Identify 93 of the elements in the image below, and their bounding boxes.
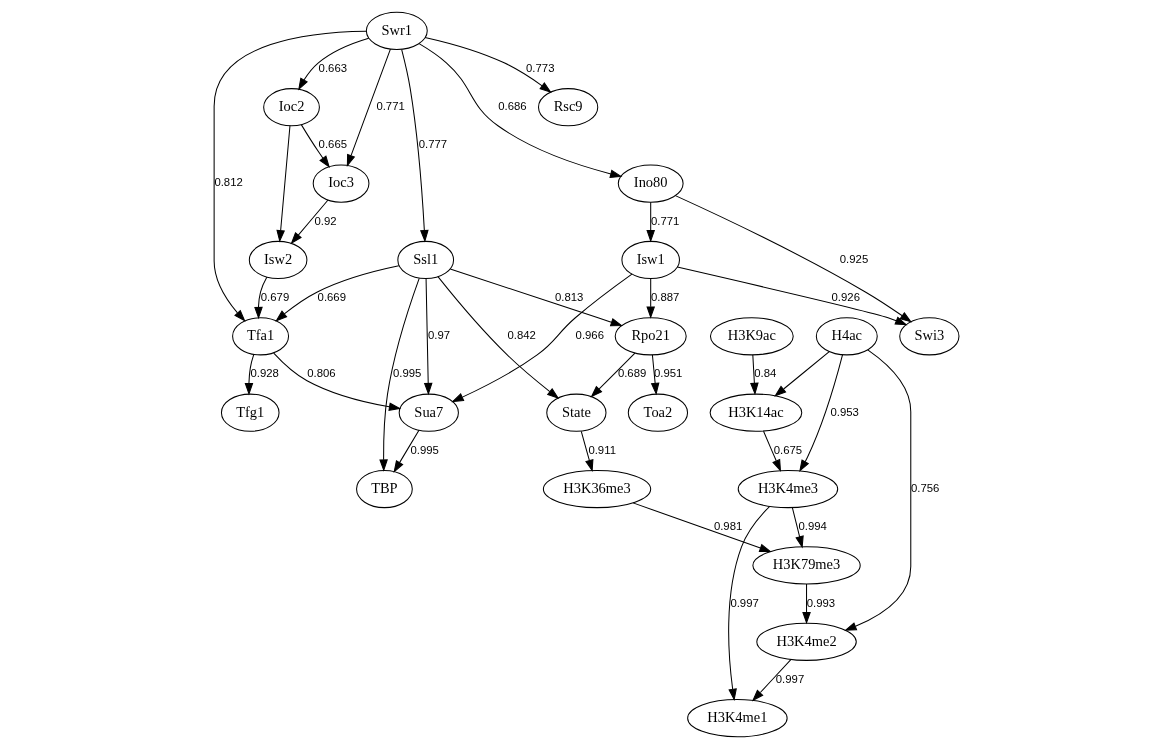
edge-label: 0.842	[507, 329, 536, 342]
edge-label: 0.689	[617, 367, 647, 380]
arrow	[437, 276, 560, 399]
arrow	[213, 30, 367, 322]
arrow	[763, 430, 782, 472]
edge-label: 0.806	[307, 367, 336, 380]
edge-label: 0.97	[428, 329, 451, 342]
arrow	[791, 507, 804, 549]
arrow	[632, 502, 772, 553]
arrow	[751, 659, 792, 702]
arrow	[451, 273, 633, 403]
edge-label: 0.993	[806, 596, 836, 609]
node-ellipse: H3K79me3	[752, 546, 861, 585]
edge-label: 0.951	[654, 367, 683, 380]
node-ellipse: Tfa1	[232, 317, 290, 356]
edge-label: 0.928	[250, 367, 279, 380]
node-ellipse: H3K4me1	[687, 699, 788, 738]
edge-label: 0.675	[773, 443, 803, 456]
edge-label: 0.925	[839, 252, 869, 265]
edge-label: 0.926	[831, 291, 860, 304]
arrow	[750, 354, 759, 396]
node-ellipse: H3K4me3	[737, 469, 839, 509]
edge-label: 0.771	[376, 100, 405, 113]
node-ellipse: Rpo21	[614, 317, 687, 356]
edge-label: 0.679	[260, 291, 290, 304]
arrow	[346, 48, 391, 167]
node-ellipse: Rsc9	[538, 88, 599, 127]
arrow	[276, 125, 291, 243]
node-ellipse: Ssl1	[397, 240, 455, 280]
arrow	[844, 349, 912, 631]
edge-label: 0.669	[317, 291, 346, 304]
edge-label: 0.812	[214, 176, 243, 189]
node-ellipse: Swi3	[899, 317, 960, 356]
edge-label: 0.92	[314, 214, 337, 227]
arrow	[424, 36, 552, 93]
arrow	[418, 43, 623, 178]
arrow	[774, 351, 830, 397]
arrow	[290, 199, 329, 245]
node-ellipse: TBP	[356, 469, 413, 509]
arrow	[244, 353, 255, 396]
node-ellipse: H3K14ac	[709, 393, 803, 432]
edge-label: 0.84	[754, 367, 777, 380]
node-ellipse: H4ac	[815, 317, 878, 356]
node-ellipse: Isw1	[621, 240, 680, 280]
edge-label: 0.995	[392, 367, 422, 380]
edge-label: 0.686	[498, 100, 527, 113]
edge-label: 0.771	[650, 214, 680, 227]
arrow	[728, 506, 770, 702]
edge-label: 0.966	[575, 329, 604, 342]
arrow	[676, 266, 908, 326]
arrow	[449, 268, 623, 327]
node-ellipse: H3K36me3	[542, 469, 652, 509]
arrow	[393, 429, 420, 473]
arrow	[254, 276, 268, 320]
arrow	[799, 354, 844, 473]
node-ellipse: Ioc2	[263, 88, 320, 127]
edge-label: 0.995	[410, 443, 439, 456]
node-ellipse: Ino80	[617, 164, 684, 203]
arrow	[590, 352, 636, 398]
edge-label: 0.773	[526, 61, 555, 74]
node-ellipse: Isw2	[248, 240, 308, 280]
edge-label: 0.953	[830, 405, 859, 418]
node-ellipse: Ioc3	[312, 164, 370, 203]
arrow	[580, 430, 594, 473]
node-ellipse: State	[546, 393, 607, 432]
edge-label: 0.997	[730, 596, 759, 609]
arrow	[401, 49, 429, 243]
edge-label: 0.813	[554, 291, 584, 304]
arrow	[300, 124, 330, 168]
edge-label: 0.663	[318, 61, 348, 74]
edge-label: 0.665	[318, 138, 348, 151]
arrow	[646, 201, 656, 243]
edge-label: 0.981	[713, 520, 743, 533]
arrow	[273, 352, 402, 411]
arrow	[423, 278, 433, 396]
edge-label: 0.994	[798, 520, 827, 533]
arrow	[646, 278, 656, 319]
arrow	[674, 195, 912, 323]
node-ellipse: Toa2	[627, 393, 689, 432]
node-ellipse: H3K9ac	[709, 317, 794, 356]
edge-label: 0.887	[650, 291, 680, 304]
node-ellipse: Swr1	[365, 11, 428, 50]
edge-label: 0.997	[775, 672, 805, 685]
edge-label: 0.911	[588, 443, 616, 456]
node-ellipse: Sua7	[398, 393, 459, 432]
node-ellipse: Tfg1	[220, 393, 280, 432]
edge-label: 0.777	[418, 138, 448, 151]
arrow	[298, 37, 370, 91]
arrow	[802, 583, 811, 625]
arrow	[379, 277, 420, 472]
arrow	[650, 354, 660, 396]
edge-label: 0.756	[911, 481, 940, 494]
arrow	[275, 265, 400, 322]
